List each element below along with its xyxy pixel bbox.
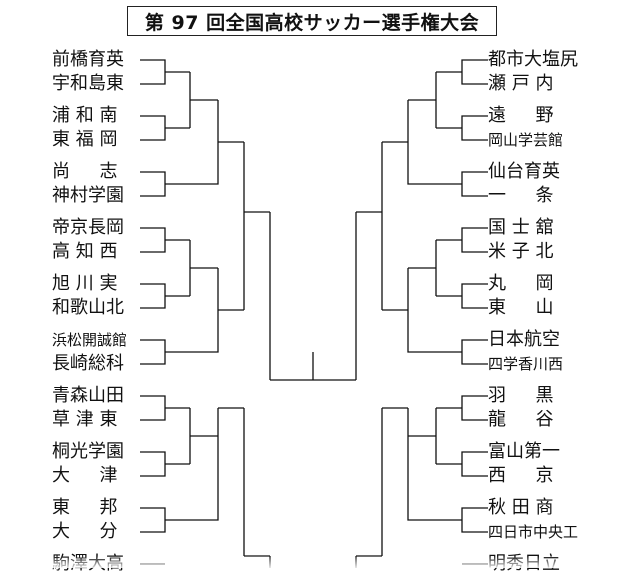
bottom-fade (0, 556, 640, 568)
right-team-6: 一 条 (488, 185, 554, 206)
left-team-15: 桐光学園 (52, 441, 124, 462)
right-team-18: 四日市中央工 (488, 523, 579, 541)
left-round4-lines (243, 142, 270, 557)
left-round1-lines (140, 59, 190, 565)
right-team-12: 四学香川西 (488, 355, 564, 373)
left-team-12: 長崎総科 (52, 353, 124, 374)
left-team-1: 前橋育英 (52, 49, 124, 70)
right-team-9: 丸 岡 (488, 273, 554, 294)
right-team-15: 富山第一 (488, 441, 560, 462)
right-team-16: 西 京 (488, 465, 554, 486)
left-team-5: 尚 志 (52, 161, 118, 182)
left-team-2: 宇和島東 (52, 73, 124, 94)
right-round1-lines (436, 59, 488, 565)
right-team-11: 日本航空 (488, 329, 560, 350)
left-team-14: 草 津 東 (52, 409, 118, 430)
left-team-8: 高 知 西 (52, 241, 118, 262)
right-team-1: 都市大塩尻 (488, 49, 578, 70)
final-lines (269, 212, 357, 568)
left-round2-lines (189, 72, 218, 464)
left-team-11: 浜松開誠館 (52, 331, 128, 349)
left-team-18: 大 分 (52, 521, 118, 542)
right-round2-lines (408, 72, 437, 464)
left-team-3: 浦 和 南 (52, 105, 118, 126)
right-round3-lines (382, 100, 436, 521)
left-round3-lines (190, 100, 244, 521)
left-team-10: 和歌山北 (52, 297, 124, 318)
left-team-7: 帝京長岡 (52, 217, 124, 238)
left-team-16: 大 津 (52, 465, 118, 486)
left-team-17: 東 邦 (52, 497, 118, 518)
page-title: 第 97 回全国高校サッカー選手権大会 (127, 6, 497, 36)
right-team-4: 岡山学芸館 (488, 131, 564, 149)
right-round4-lines (356, 142, 383, 557)
right-team-3: 遠 野 (488, 105, 554, 126)
left-team-13: 青森山田 (52, 385, 124, 406)
right-team-5: 仙台育英 (488, 161, 560, 182)
right-team-17: 秋 田 商 (488, 497, 554, 518)
right-team-2: 瀬 戸 内 (488, 73, 554, 94)
right-team-10: 東 山 (488, 297, 554, 318)
right-team-8: 米 子 北 (488, 241, 554, 262)
right-team-14: 龍 谷 (488, 409, 554, 430)
left-team-4: 東 福 岡 (52, 129, 118, 150)
left-team-6: 神村学園 (52, 185, 124, 206)
right-team-13: 羽 黒 (488, 385, 554, 406)
left-team-9: 旭 川 実 (52, 273, 118, 294)
right-team-7: 国 士 舘 (488, 217, 554, 238)
